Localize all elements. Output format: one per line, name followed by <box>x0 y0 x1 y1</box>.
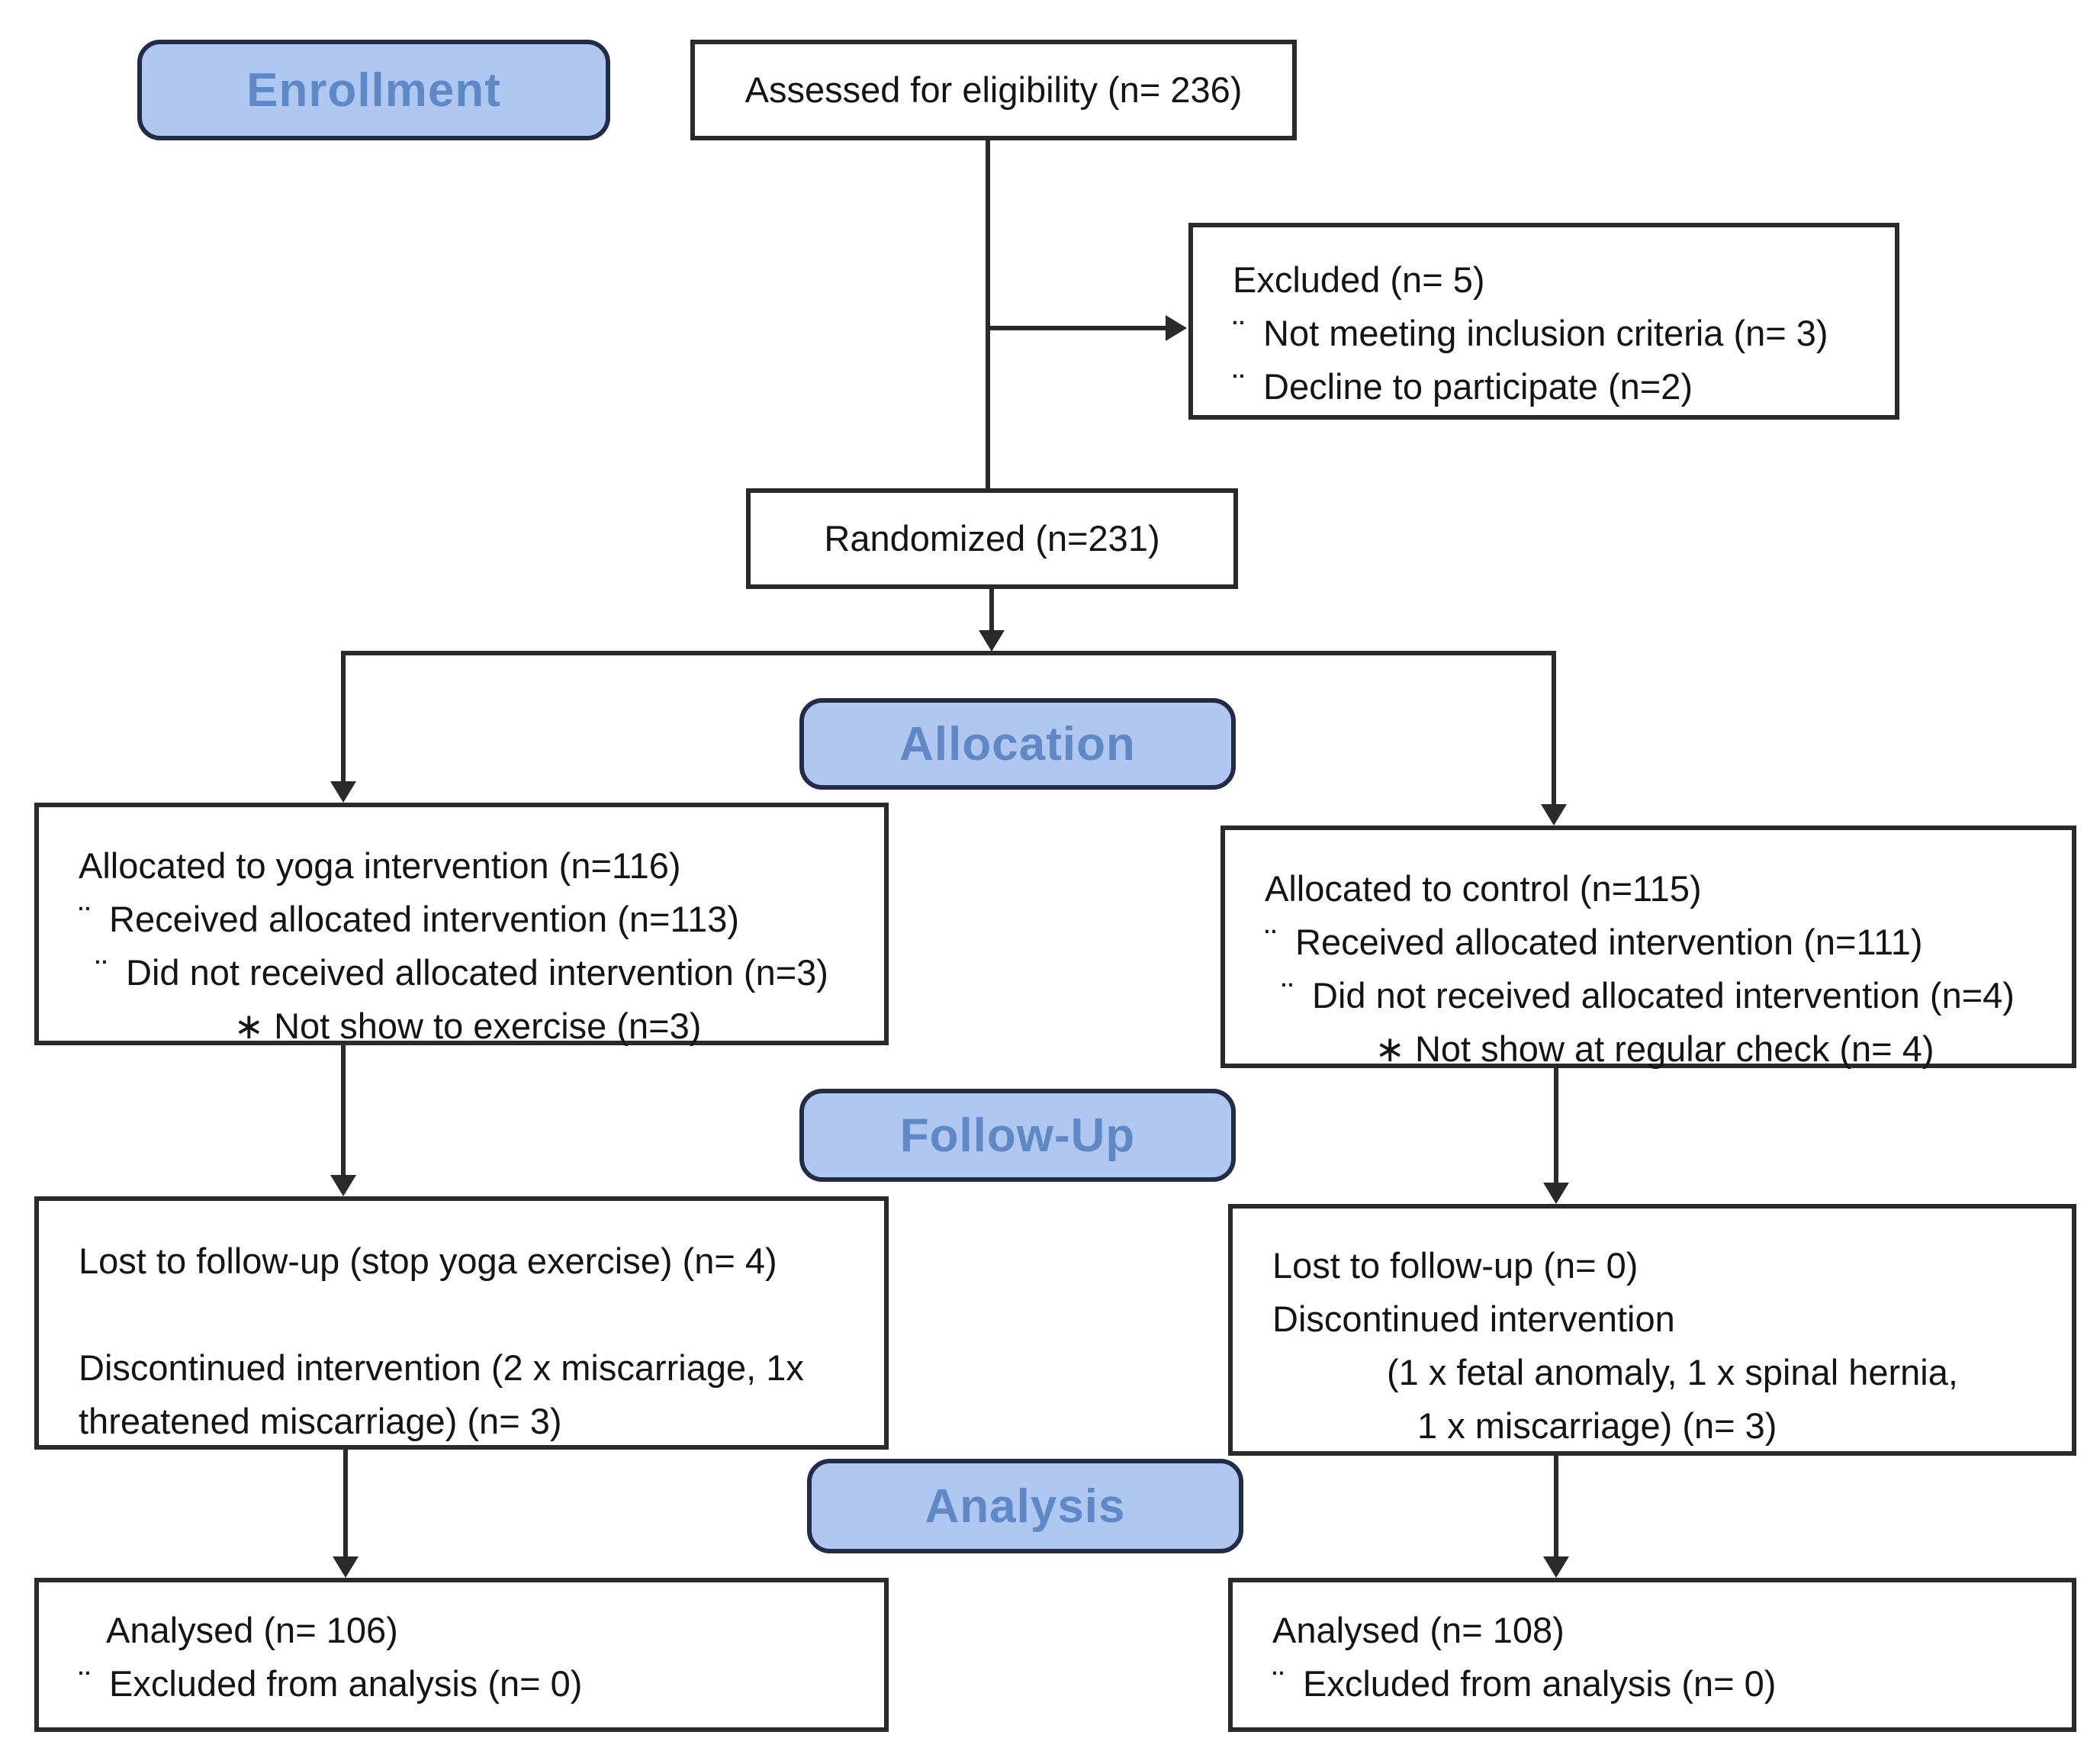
allocation-yoga-item-text: Did not received allocated intervention … <box>126 952 828 993</box>
excluded-box: Excluded (n= 5) ¨ Not meeting inclusion c… <box>1188 223 1899 420</box>
allocation-yoga-subitem-text: Not show to exercise (n=3) <box>274 1006 702 1046</box>
followup-control-line: Lost to follow-up (n= 0) <box>1272 1245 1639 1286</box>
analysis-yoga-item-text: Excluded from analysis (n= 0) <box>109 1663 583 1704</box>
followup-control-line: Discontinued intervention <box>1272 1299 1675 1339</box>
allocation-control-subitem: ∗ Not show at regular check (n= 4) <box>1265 1022 2044 1076</box>
follow-up-phase-label: Follow-Up <box>899 1109 1136 1162</box>
dot-bullet: ¨ <box>95 952 108 993</box>
analysis-yoga-title: Analysed (n= 106) <box>106 1610 398 1650</box>
arrowhead-split <box>979 630 1005 652</box>
allocation-yoga-box: Allocated to yoga intervention (n=116) ¨… <box>34 803 889 1046</box>
allocation-yoga-title: Allocated to yoga intervention (n=116) <box>79 845 681 886</box>
followup-control-box: Lost to follow-up (n= 0) Discontinued in… <box>1228 1204 2076 1456</box>
analysis-control-item-text: Excluded from analysis (n= 0) <box>1303 1663 1777 1704</box>
allocation-phase-badge: Allocation <box>799 698 1236 790</box>
star-bullet: ∗ <box>233 1006 264 1046</box>
analysis-yoga-box: Analysed (n= 106) ¨ Excluded from analysi… <box>34 1578 889 1732</box>
analysis-yoga-item: ¨ Excluded from analysis (n= 0) <box>79 1657 857 1711</box>
follow-up-phase-badge: Follow-Up <box>799 1089 1236 1182</box>
arrowhead-excluded <box>1166 315 1187 341</box>
excluded-item: ¨ Not meeting inclusion criteria (n= 3) <box>1233 307 1867 360</box>
allocation-yoga-subitem: ∗ Not show to exercise (n=3) <box>79 999 857 1053</box>
followup-control-line: 1 x miscarriage) (n= 3) <box>1417 1405 1777 1446</box>
connector-split-to-control <box>1552 651 1556 804</box>
excluded-title: Excluded (n= 5) <box>1233 259 1485 300</box>
connector-control-to-followup <box>1554 1068 1558 1183</box>
dot-bullet: ¨ <box>1272 1663 1285 1704</box>
allocation-control-subitem-text: Not show at regular check (n= 4) <box>1414 1028 1934 1069</box>
arrowhead-allocation-yoga <box>330 781 356 803</box>
allocation-yoga-item-text: Received allocated intervention (n=113) <box>109 899 740 939</box>
followup-yoga-line: threatened miscarriage) (n= 3) <box>79 1401 562 1441</box>
enrollment-phase-label: Enrollment <box>246 63 501 117</box>
allocation-control-item: ¨ Received allocated intervention (n=111) <box>1265 916 2044 969</box>
analysis-phase-label: Analysis <box>925 1479 1126 1533</box>
arrowhead-analysis-control <box>1543 1556 1569 1578</box>
connector-yoga-to-followup <box>341 1045 346 1175</box>
analysis-control-title: Analysed (n= 108) <box>1272 1610 1565 1650</box>
connector-yoga-to-analysis <box>343 1450 348 1556</box>
connector-randomized-to-split <box>989 589 994 632</box>
arrowhead-followup-control <box>1543 1183 1569 1204</box>
connector-control-to-analysis <box>1554 1456 1558 1556</box>
assessed-eligibility-text: Assessed for eligibility (n= 236) <box>744 69 1243 110</box>
allocation-yoga-item: ¨ Did not received allocated intervention… <box>95 946 857 999</box>
analysis-control-box: Analysed (n= 108) ¨ Excluded from analysi… <box>1228 1578 2076 1732</box>
connector-assessed-to-randomized <box>986 140 990 488</box>
assessed-eligibility-box: Assessed for eligibility (n= 236) <box>690 40 1297 140</box>
arrowhead-followup-yoga <box>330 1175 356 1196</box>
dot-bullet: ¨ <box>1233 366 1245 407</box>
dot-bullet: ¨ <box>1265 922 1277 962</box>
allocation-control-item-text: Received allocated intervention (n=111) <box>1295 922 1923 962</box>
star-bullet: ∗ <box>1375 1028 1405 1069</box>
allocation-control-item: ¨ Did not received allocated intervention… <box>1282 969 2044 1022</box>
excluded-item: ¨ Decline to participate (n=2) <box>1233 360 1867 414</box>
allocation-phase-label: Allocation <box>899 717 1136 771</box>
followup-control-line: (1 x fetal anomaly, 1 x spinal hernia, <box>1387 1352 1958 1392</box>
followup-yoga-line: Lost to follow-up (stop yoga exercise) (… <box>79 1241 777 1281</box>
followup-yoga-line: Discontinued intervention (2 x miscarria… <box>79 1347 804 1388</box>
allocation-yoga-item: ¨ Received allocated intervention (n=113) <box>79 893 857 946</box>
analysis-control-item: ¨ Excluded from analysis (n= 0) <box>1272 1657 2044 1711</box>
connector-to-excluded <box>988 326 1167 330</box>
dot-bullet: ¨ <box>79 1663 91 1704</box>
excluded-item-text: Not meeting inclusion criteria (n= 3) <box>1263 313 1828 353</box>
arrowhead-analysis-yoga <box>333 1556 359 1578</box>
arrowhead-allocation-control <box>1541 804 1567 826</box>
excluded-item-text: Decline to participate (n=2) <box>1263 366 1693 407</box>
randomized-box: Randomized (n=231) <box>746 488 1238 589</box>
dot-bullet: ¨ <box>1282 975 1294 1016</box>
allocation-control-box: Allocated to control (n=115) ¨Received a… <box>1220 826 2076 1069</box>
dot-bullet: ¨ <box>1233 313 1245 353</box>
followup-yoga-box: Lost to follow-up (stop yoga exercise) (… <box>34 1196 889 1450</box>
connector-split-to-yoga <box>341 651 346 781</box>
followup-yoga-spacer <box>79 1288 857 1341</box>
allocation-control-title: Allocated to control (n=115) <box>1265 868 1702 909</box>
randomized-text: Randomized (n=231) <box>824 518 1160 558</box>
connector-split-horizontal <box>343 651 1556 655</box>
analysis-phase-badge: Analysis <box>807 1459 1243 1553</box>
dot-bullet: ¨ <box>79 899 91 939</box>
enrollment-phase-badge: Enrollment <box>137 40 610 140</box>
allocation-control-item-text: Did not received allocated intervention … <box>1312 975 2015 1016</box>
